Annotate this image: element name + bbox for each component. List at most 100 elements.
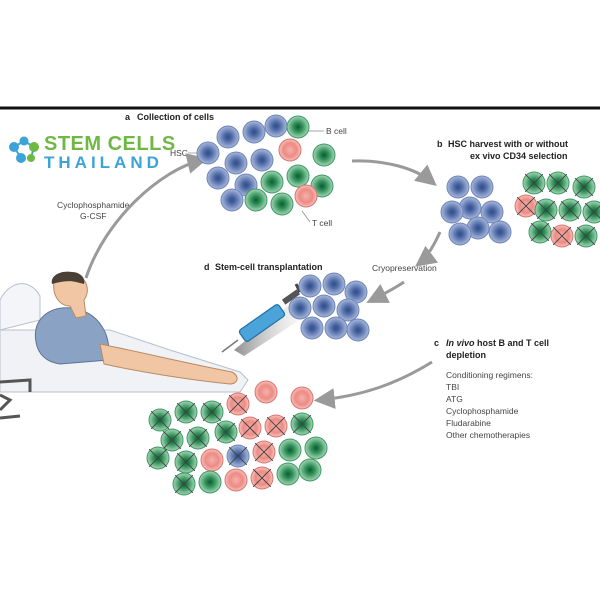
t-cell-label: T cell	[312, 218, 332, 228]
syringe-barrel	[238, 304, 286, 342]
b-cell	[200, 448, 224, 472]
svg-text:ex vivo CD34 selection: ex vivo CD34 selection	[470, 151, 568, 161]
t-cell-leader	[301, 210, 311, 223]
t-cell	[312, 143, 336, 167]
b-cell	[278, 138, 302, 162]
depletion-cross-mark	[266, 416, 286, 436]
conditioning-item: Other chemotherapies	[446, 430, 530, 440]
arrow-harvest-to-cryopreservation	[414, 231, 442, 267]
hsc-cell	[264, 114, 288, 138]
syringe-illustration	[221, 283, 312, 356]
hospital-gown	[34, 307, 110, 365]
svg-text:b: b	[437, 139, 443, 149]
hsc-cell	[470, 175, 494, 199]
hsc-cell	[300, 316, 324, 340]
hsc-cell	[206, 166, 230, 190]
t-cell	[286, 115, 310, 139]
t-cell	[298, 458, 322, 482]
depletion-cross-mark	[536, 200, 556, 220]
conditioning-item: Fludarabine	[446, 418, 491, 428]
depletion-cross-mark	[516, 196, 536, 216]
b-cell	[254, 380, 278, 404]
hsc-cell	[440, 200, 464, 224]
depletion-cross-mark	[252, 468, 272, 488]
svg-text:c: c	[434, 338, 439, 348]
t-cell	[278, 438, 302, 462]
depletion-cross-mark	[552, 226, 572, 246]
arrow-collection-to-harvest	[351, 159, 437, 187]
b-cell-label: B cell	[326, 126, 347, 136]
cluster-transplant	[288, 272, 370, 342]
step-a-label: a Collection of cells	[125, 112, 214, 122]
hsc-cell	[448, 222, 472, 246]
cluster-host-depleted	[146, 380, 328, 496]
t-cell	[582, 200, 600, 224]
cluster-harvest	[440, 171, 600, 248]
hsc-label: HSC	[170, 148, 188, 158]
hsc-cell	[250, 148, 274, 172]
depletion-cross-mark	[216, 422, 236, 442]
syringe-needle	[221, 339, 239, 353]
hsc-cell	[324, 316, 348, 340]
patient-arm	[99, 343, 238, 385]
hsc-cell	[216, 125, 240, 149]
depletion-cross-mark	[148, 448, 168, 468]
mobilization-label-2: G-CSF	[80, 211, 106, 221]
arrow-cryopreservation-to-transplant	[366, 280, 405, 303]
b-cell	[290, 386, 314, 410]
hsc-cell	[446, 175, 470, 199]
arrow-patient-to-collection	[84, 153, 209, 279]
hsc-cell	[336, 298, 360, 322]
hsc-cell	[322, 272, 346, 296]
step-d-label: d Stem-cell transplantation	[204, 262, 323, 272]
b-cell	[224, 468, 248, 492]
hsc-cell	[312, 294, 336, 318]
svg-text:a: a	[125, 112, 131, 122]
cryopreservation-label: Cryopreservation	[372, 263, 437, 273]
depletion-cross-mark	[574, 177, 594, 197]
hsc-cell	[196, 141, 220, 165]
cluster-collection	[196, 114, 336, 216]
hsc-cell	[480, 200, 504, 224]
patient-hair	[51, 271, 85, 284]
logo-line-1: STEM CELLS	[44, 133, 176, 155]
logo-line-2: THAILAND	[44, 153, 163, 172]
depletion-cross-mark	[240, 418, 260, 438]
depletion-cross-mark	[254, 442, 274, 462]
molecule-icon	[9, 136, 39, 163]
svg-text:Stem-cell transplantation: Stem-cell transplantation	[215, 262, 323, 272]
t-cell	[260, 170, 284, 194]
depletion-cross-mark	[202, 402, 222, 422]
depletion-cross-mark	[162, 430, 182, 450]
bed-rail	[0, 393, 13, 412]
hsc-cell	[298, 274, 322, 298]
t-cell	[304, 436, 328, 460]
depletion-cross-mark	[576, 226, 596, 246]
patient-in-bed-illustration	[0, 271, 249, 420]
conditioning-list: Conditioning regimens: TBI ATG Cyclophos…	[446, 370, 533, 440]
mobilization-label-1: Cyclophosphamide	[57, 200, 130, 210]
t-cell	[276, 462, 300, 486]
svg-text:In vivo host B and T cell: In vivo host B and T cell	[446, 338, 549, 348]
hsc-cell	[346, 318, 370, 342]
hsc-cell	[288, 296, 312, 320]
depletion-cross-mark	[188, 428, 208, 448]
t-cell	[244, 188, 268, 212]
hsc-cell	[488, 220, 512, 244]
depletion-cross-mark	[174, 474, 194, 494]
depletion-cross-mark	[228, 394, 248, 414]
depletion-cross-mark	[524, 173, 544, 193]
t-cell	[198, 470, 222, 494]
hsc-cell	[224, 151, 248, 175]
depletion-cross-mark	[530, 222, 550, 242]
conditioning-item: ATG	[446, 394, 463, 404]
conditioning-item: Cyclophosphamide	[446, 406, 519, 416]
stem-cells-thailand-logo: STEM CELLS THAILAND	[9, 133, 176, 172]
svg-text:d: d	[204, 262, 210, 272]
depletion-cross-mark	[228, 446, 248, 466]
arrow-depletion-to-host	[313, 360, 433, 409]
svg-text:HSC harvest with or without: HSC harvest with or without	[448, 139, 568, 149]
t-cell	[286, 164, 310, 188]
